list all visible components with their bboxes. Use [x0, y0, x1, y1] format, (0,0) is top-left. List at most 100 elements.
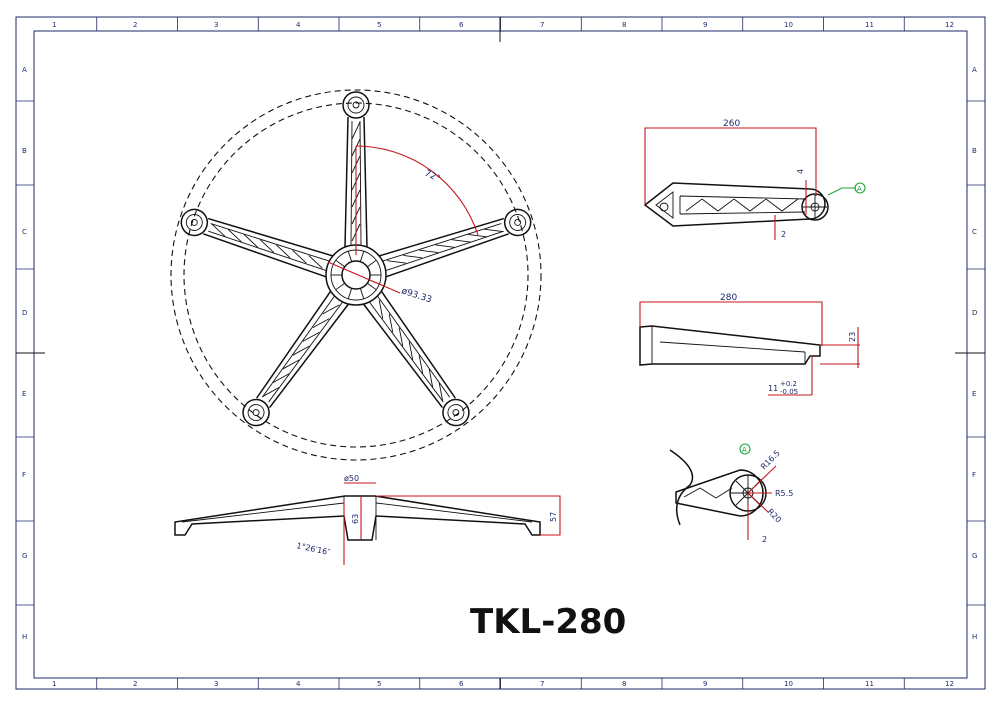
row-label: G [972, 552, 977, 560]
star-arm [362, 290, 470, 427]
detail-marker-label: A [742, 446, 747, 454]
total-height-dimension [376, 495, 561, 536]
detail-offset-value: 2 [762, 535, 767, 544]
center-marks [16, 17, 985, 689]
caster-socket [342, 91, 370, 119]
arm-truss [262, 304, 340, 397]
detail-height-value: 4 [796, 169, 805, 174]
detail-outline [675, 469, 764, 517]
top-view: 72° ø93.33 [170, 89, 542, 461]
row-label: A [972, 66, 977, 74]
arm-edge [362, 290, 456, 408]
hub-rib [347, 251, 353, 262]
arm-edge [344, 116, 368, 248]
detail-offset-value: 2 [781, 230, 786, 239]
col-label: 8 [622, 680, 626, 688]
detail-r3-value: R20 [766, 507, 784, 525]
zone-ticks [16, 17, 985, 689]
length-dimension [644, 127, 817, 205]
profile-height-value: 23 [848, 332, 857, 342]
detail-marker-leader [827, 187, 856, 196]
row-label: A [22, 66, 27, 74]
diameter-leader [327, 261, 401, 294]
row-label: G [22, 552, 27, 560]
caster-socket [242, 398, 270, 427]
hub-height-value: 63 [351, 514, 360, 524]
arm-truss [378, 300, 444, 402]
total-height-value: 57 [549, 512, 558, 522]
row-label: D [972, 309, 977, 317]
col-label: 9 [703, 680, 707, 688]
side-view-arm: 260 4 2 A [643, 119, 866, 240]
front-view: ø50 63 57 1°26′16″ [174, 474, 561, 565]
arm-edge [379, 217, 509, 278]
col-label: 9 [703, 21, 707, 29]
col-label: 10 [784, 680, 793, 688]
row-label: F [22, 471, 26, 479]
detail-r1-value: R16.5 [759, 449, 782, 472]
col-label: 2 [133, 680, 137, 688]
caster-socket [801, 193, 829, 221]
row-label: C [22, 228, 27, 236]
inner-dashed-circle [183, 102, 529, 448]
col-label: 11 [865, 21, 874, 29]
caster-socket-inner [247, 404, 265, 421]
row-label: E [22, 390, 26, 398]
profile-tol-minus: -0.05 [780, 388, 798, 396]
front-outline [174, 495, 541, 541]
row-label: F [972, 471, 976, 479]
caster-hole [514, 219, 522, 226]
caster-socket [503, 208, 532, 237]
hub-rib [335, 282, 345, 291]
caster-socket-inner [509, 214, 527, 231]
row-label: B [22, 147, 27, 155]
column-labels-bottom: 1 2 3 4 5 6 7 8 9 10 11 12 [52, 680, 954, 688]
caster-hole [190, 219, 198, 226]
front-angle-value: 1°26′16″ [296, 541, 331, 557]
profile-outline [639, 325, 821, 366]
detail-break-line [669, 449, 694, 526]
arm-outline [643, 182, 826, 227]
star-arms [180, 91, 532, 427]
col-label: 5 [377, 21, 381, 29]
col-label: 3 [214, 680, 218, 688]
caster-hole [252, 409, 260, 416]
row-label: B [972, 147, 977, 155]
row-label: E [972, 390, 976, 398]
caster-socket [180, 208, 209, 237]
col-label: 7 [540, 680, 544, 688]
column-labels-top: 1 2 3 4 5 6 7 8 9 10 11 12 [52, 21, 954, 29]
row-label: H [22, 633, 27, 641]
row-label: C [972, 228, 977, 236]
arm-edge [203, 217, 333, 278]
row-labels-left: A B C D E F G H [22, 66, 27, 641]
col-label: 8 [622, 21, 626, 29]
arm-inner [261, 296, 343, 403]
caster-socket-inner [347, 96, 365, 114]
col-label: 11 [865, 680, 874, 688]
col-label: 12 [945, 21, 954, 29]
star-arm [242, 290, 350, 427]
arm-edge [256, 290, 350, 408]
row-label: H [972, 633, 977, 641]
detail-marker-circle [739, 443, 751, 455]
detail-marker-label: A [857, 185, 862, 193]
hub-rib [359, 288, 365, 299]
caster-hole [352, 101, 360, 109]
arm-truss [387, 228, 503, 264]
arm-inner [208, 223, 330, 271]
detail-view-a: A R16.5 R5.5 R20 2 [669, 443, 793, 544]
col-label: 4 [296, 680, 301, 688]
caster-socket [442, 398, 470, 427]
col-label: 4 [296, 21, 301, 29]
hub-rib [335, 259, 345, 268]
caster-socket-inner [185, 214, 203, 231]
hub-diameter-value: ø50 [344, 474, 359, 483]
col-label: 12 [945, 680, 954, 688]
profile-length-dimension [639, 301, 823, 346]
profile-tol-plus: +0.2 [780, 380, 797, 388]
detail-marker-circle [854, 182, 866, 194]
col-label: 1 [52, 680, 56, 688]
caster-hole [452, 409, 460, 416]
